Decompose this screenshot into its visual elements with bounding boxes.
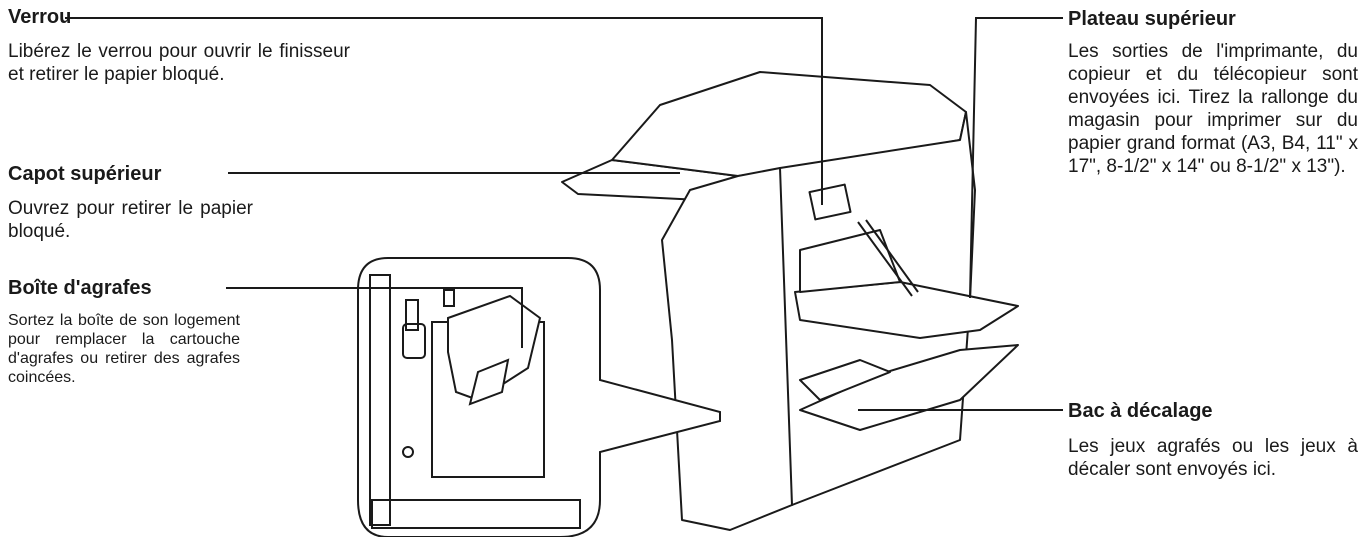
offset-tray-lip: [799, 359, 891, 401]
verrou-title: Verrou: [8, 6, 72, 28]
inset-slot: [402, 323, 426, 359]
boite-callout-line: [226, 287, 523, 348]
finisher-body-shape: [661, 167, 793, 531]
capot-title: Capot supérieur: [8, 163, 162, 185]
verrou-description: Libérez le verrou pour ouvrir le finisse…: [8, 41, 350, 85]
verrou-callout-line: [65, 17, 823, 205]
inset-tab: [443, 289, 455, 307]
inset-left-panel: [369, 274, 391, 526]
bac-title: Bac à décalage: [1068, 400, 1213, 422]
handle-lever: [857, 219, 919, 297]
boite-description: Sortez la boîte de son logement pour rem…: [8, 312, 240, 386]
inset-screw: [402, 446, 414, 458]
plateau-title: Plateau supérieur: [1068, 8, 1236, 30]
plateau-description: Les sorties de l'imprimante, du copieur …: [1068, 41, 1358, 177]
latch-shape: [808, 183, 852, 221]
inset-slot-small: [405, 299, 419, 331]
inset-bottom: [371, 499, 581, 529]
boite-title: Boîte d'agrafes: [8, 277, 152, 299]
capot-description: Ouvrez pour retirer le papier bloqué.: [8, 198, 253, 242]
staple-box-handle: [468, 358, 510, 406]
plateau-callout-line: [969, 17, 1063, 299]
bac-description: Les jeux agrafés ou les jeux à décaler s…: [1068, 436, 1358, 480]
